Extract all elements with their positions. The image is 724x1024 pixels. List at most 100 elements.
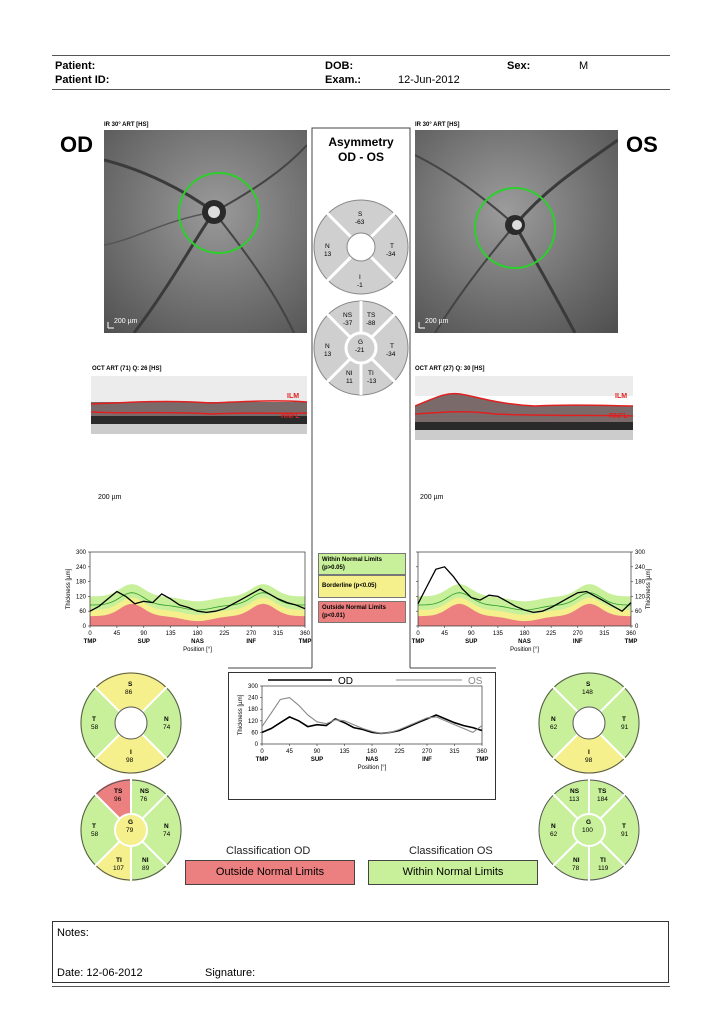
os-q-s-label: S <box>586 681 591 688</box>
os-s-t-label: T <box>622 823 626 830</box>
os-ir-scale: 200 µm <box>425 318 449 325</box>
os-q-n-value: 62 <box>550 724 558 731</box>
legend-within-normal: Within Normal Limits (p>0.05) <box>318 553 406 575</box>
asym-q-i-value: -1 <box>357 282 363 289</box>
date-label: Date: 12-06-2012 <box>57 967 143 979</box>
region-label: SUP <box>138 639 150 645</box>
x-tick-label: 360 <box>477 749 488 755</box>
asym-s-ts-label: TS <box>367 312 376 319</box>
od-sector-chart <box>80 779 182 881</box>
asym-s-ns-value: -37 <box>343 320 353 327</box>
region-label: INF <box>422 757 432 763</box>
os-oct-scale-label: 200 µm <box>420 494 444 501</box>
od-quadrant-chart <box>80 672 182 774</box>
legend-outside-line1: Outside Normal Limits <box>322 605 387 611</box>
sex-label: Sex: <box>507 60 531 72</box>
x-tick-label: 90 <box>314 749 321 755</box>
y-tick-label: 60 <box>635 609 642 615</box>
region-label: SUP <box>311 757 323 763</box>
region-label: TMP <box>84 639 97 645</box>
classification-od-title: Classification OD <box>226 845 311 857</box>
x-tick-label: 0 <box>416 631 420 637</box>
region-label: TMP <box>412 639 425 645</box>
os-s-g-label: G <box>586 819 592 826</box>
legend-od-label: OD <box>338 676 353 687</box>
outside-band <box>418 603 631 626</box>
os-s-ts-value: 184 <box>597 796 608 803</box>
od-s-g-label: G <box>128 819 134 826</box>
asym-s-ni-value: 11 <box>346 378 353 385</box>
x-tick-label: 135 <box>493 631 504 637</box>
os-oct-image: ILM RNFL <box>415 376 633 476</box>
os-oct-caption: OCT ART (27) Q: 30 [HS] <box>415 366 485 372</box>
os-q-i-value: 98 <box>585 757 593 764</box>
plot-frame <box>261 685 483 745</box>
x-tick-label: 180 <box>192 631 203 637</box>
asym-s-n-label: N <box>325 343 330 350</box>
x-tick-label: 180 <box>519 631 530 637</box>
od-oct-scan <box>91 376 307 434</box>
od-q-n-label: N <box>164 716 169 723</box>
x-tick-label: 135 <box>339 749 350 755</box>
region-label: TMP <box>625 639 638 645</box>
patient-label: Patient: <box>55 60 96 72</box>
od-q-s-value: 86 <box>125 689 133 696</box>
asym-s-t-label: T <box>390 343 394 350</box>
classification-os-box: Within Normal Limits <box>368 860 538 885</box>
legend-within-line1: Within Normal Limits <box>322 557 382 563</box>
y-tick-label: 180 <box>76 580 87 586</box>
exam-date: 12-Jun-2012 <box>398 74 460 86</box>
os-s-n-label: N <box>551 823 556 830</box>
od-q-t-label: T <box>92 716 96 723</box>
legend-os-label: OS <box>468 676 483 687</box>
od-s-ts-value: 96 <box>114 796 122 803</box>
y-tick-label: 180 <box>248 707 259 713</box>
os-s-ns-value: 113 <box>569 796 580 803</box>
asymmetry-title-line1: Asymmetry <box>328 135 394 149</box>
classification-od-box: Outside Normal Limits <box>185 860 355 885</box>
os-s-ti-value: 119 <box>598 865 609 872</box>
notes-label: Notes: <box>57 927 89 939</box>
os-series-line <box>261 697 483 734</box>
region-label: TMP <box>476 757 489 763</box>
asymmetry-title-line2: OD - OS <box>337 150 384 164</box>
y-tick-label: 120 <box>635 594 646 600</box>
os-profile-line <box>417 566 632 614</box>
asym-q-t-label: T <box>390 243 394 250</box>
asym-q-n-value: 13 <box>324 251 332 258</box>
x-tick-label: 270 <box>573 631 584 637</box>
legend-borderline-text: Borderline (p<0.05) <box>322 583 377 589</box>
od-s-n-value: 74 <box>163 831 171 838</box>
asym-q-n-label: N <box>325 243 330 250</box>
x-tick-label: 90 <box>468 631 475 637</box>
od-q-i-label: I <box>130 749 132 756</box>
x-tick-label: 45 <box>286 749 293 755</box>
asymmetry-quadrant-chart <box>313 199 409 295</box>
x-tick-label: 225 <box>394 749 405 755</box>
y-tick-label: 120 <box>76 594 87 600</box>
y-tick-label: 240 <box>635 565 646 571</box>
od-s-ts-label: TS <box>114 788 123 795</box>
od-oct-caption: OCT ART (71) Q: 26 [HS] <box>92 366 162 372</box>
y-tick-label: 0 <box>83 624 87 630</box>
od-s-n-label: N <box>164 823 169 830</box>
y-tick-label: 240 <box>76 565 87 571</box>
x-axis-label: Position [°] <box>510 647 539 653</box>
od-q-n-value: 74 <box>163 724 171 731</box>
asym-q-t-value: -34 <box>386 251 396 258</box>
asym-s-g-value: -21 <box>355 347 365 354</box>
y-axis-label: Thickness [µm] <box>66 568 72 609</box>
header-top-rule <box>52 55 670 56</box>
od-eye-label: OD <box>60 132 93 157</box>
y-tick-label: 300 <box>76 550 87 556</box>
asym-s-t-value: -34 <box>386 351 396 358</box>
asym-s-ti-value: -13 <box>367 378 377 385</box>
region-label: TMP <box>299 639 312 645</box>
od-q-i-value: 98 <box>126 757 134 764</box>
x-axis-label: Position [°] <box>183 647 212 653</box>
comparison-chart-frame <box>228 672 496 800</box>
legend-borderline: Borderline (p<0.05) <box>318 575 406 598</box>
